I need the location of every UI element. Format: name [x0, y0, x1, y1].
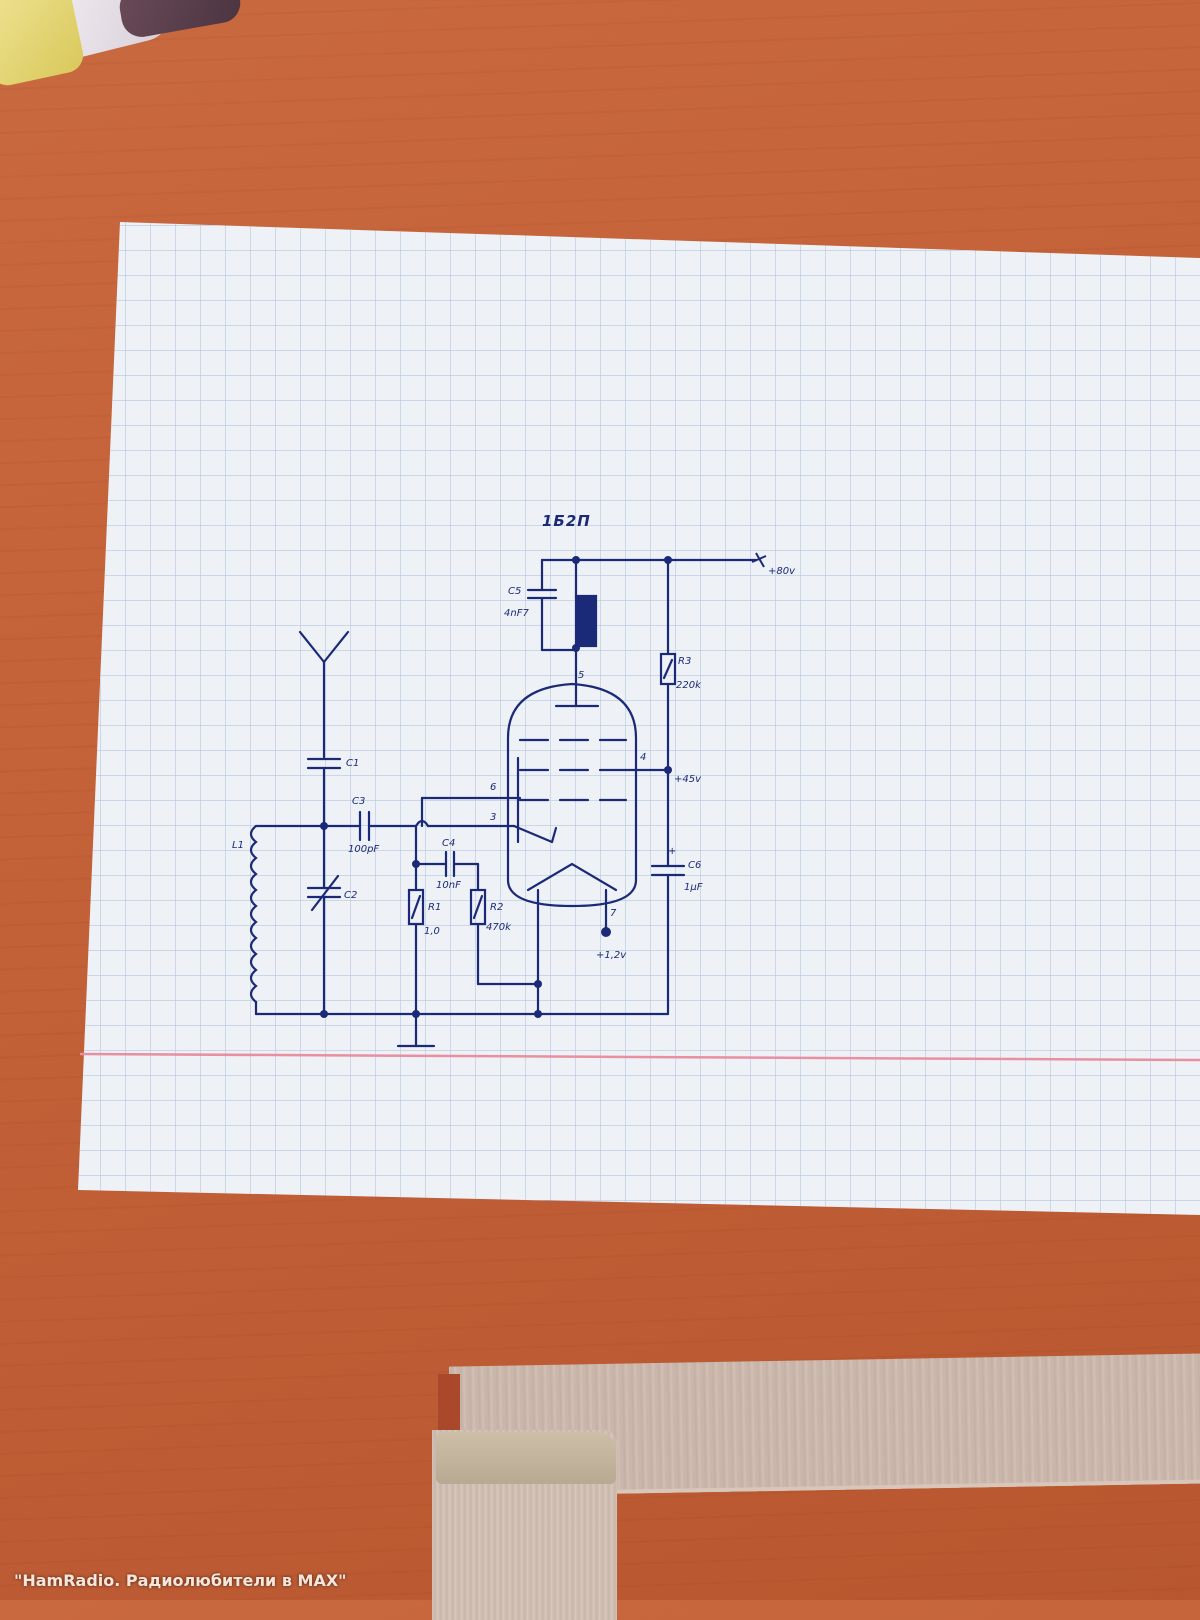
pin-6-label: 6 [490, 782, 496, 793]
c6-value-label: 1µF [684, 882, 703, 893]
supply-45v-label: +45v [674, 774, 702, 785]
ruler-end [436, 1432, 616, 1484]
capacitor-c3 [322, 810, 558, 844]
c6-polarity-label: + [668, 846, 676, 857]
c6-label: C6 [688, 860, 701, 871]
r1-value-label: 1,0 [424, 926, 440, 937]
vacuum-tube-1b2p [506, 658, 638, 1016]
c1-label: C1 [346, 758, 359, 769]
schematic-labels: 1Б2П +80v +45v +1,2v 5 4 6 3 7 + C1 C2 C… [232, 512, 796, 961]
pin-5-label: 5 [578, 670, 584, 681]
c5-label: C5 [508, 586, 521, 597]
supply-1-2v-label: +1,2v [596, 950, 627, 961]
variable-capacitor-c2 [306, 824, 342, 1016]
watermark-caption: "HamRadio. Радиолюбители в MAX" [14, 1571, 347, 1590]
r2-label: R2 [490, 902, 503, 913]
junction-dots [320, 552, 767, 1018]
c4-label: C4 [442, 838, 455, 849]
r1-label: R1 [428, 902, 441, 913]
c3-label: C3 [352, 796, 365, 807]
pin-3-label: 3 [490, 812, 496, 823]
antenna-symbol [298, 630, 350, 759]
pin-7-label: 7 [610, 908, 617, 919]
c4-value-label: 10nF [436, 880, 461, 891]
r2-value-label: 470k [486, 922, 512, 933]
plate-circuit [526, 558, 758, 662]
screen-supply [634, 558, 686, 1016]
tube-type-label: 1Б2П [542, 512, 591, 530]
capacitor-c1 [306, 757, 342, 828]
schematic [249, 558, 758, 1048]
l1-label: L1 [232, 840, 244, 851]
c2-label: C2 [344, 890, 357, 901]
supply-80v-label: +80v [768, 566, 796, 577]
r3-value-label: 220k [676, 680, 702, 691]
margin-line [79, 1052, 1200, 1062]
c5-value-label: 4nF7 [504, 608, 529, 619]
c3-value-label: 100pF [348, 844, 379, 855]
grid-wire [420, 796, 522, 828]
pin-4-label: 4 [640, 752, 646, 763]
inductor-l1 [249, 824, 326, 1016]
ruler-shadow [438, 1374, 460, 1434]
r3-label: R3 [678, 656, 691, 667]
grid-leak-network [407, 824, 540, 1016]
